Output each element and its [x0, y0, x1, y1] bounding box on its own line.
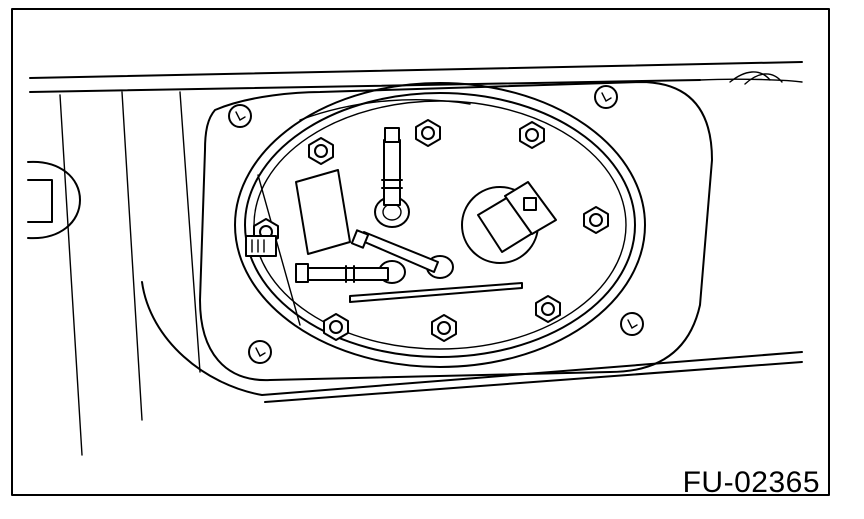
hex-nut-icon — [519, 121, 545, 149]
hex-nut-icon — [535, 295, 561, 323]
fuel-pipe-vertical — [374, 127, 410, 228]
figure-code: FU-02365 — [682, 466, 820, 499]
electrical-connector — [461, 181, 557, 264]
plate-nuts — [253, 119, 609, 342]
access-hole-flange — [199, 81, 713, 382]
figure-frame — [11, 8, 830, 496]
floor-panel — [29, 61, 803, 456]
hex-nut-icon — [415, 119, 441, 147]
hose-clip — [245, 235, 277, 257]
left-bracket — [27, 160, 81, 240]
plate-bar — [349, 282, 523, 303]
hex-nut-icon — [323, 313, 349, 341]
hex-nut-icon — [583, 206, 609, 234]
plate-bracket — [295, 169, 351, 255]
hex-nut-icon — [431, 314, 457, 342]
round-bolt-icon — [594, 85, 618, 109]
round-bolt-icon — [248, 340, 272, 364]
fuel-pipes-angled — [295, 229, 454, 284]
hex-nut-icon — [308, 137, 334, 165]
pump-plate — [234, 82, 646, 368]
round-bolt-icon — [228, 104, 252, 128]
flange-bolts — [228, 85, 644, 364]
round-bolt-icon — [620, 312, 644, 336]
